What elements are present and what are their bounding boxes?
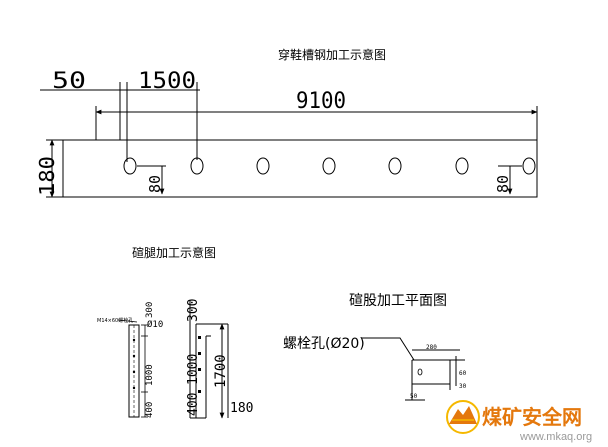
bolt-hole: [388, 157, 402, 175]
leg-dim-1000: 1000: [145, 364, 155, 386]
leg-holes: [132, 338, 136, 390]
plan-dim-280: 280: [426, 344, 437, 351]
edge-distance-left: [137, 165, 166, 195]
leg-dim-400: 400: [145, 402, 155, 418]
channel-plan-title: 穿鞋槽钢加工示意图: [278, 47, 386, 62]
leg-plan-detail: 碹股加工平面图 螺栓孔(Ø20) 280 60 30 50: [283, 293, 467, 401]
elevation-ticks: [198, 336, 201, 393]
height-dimension: [46, 139, 63, 198]
bolt-note-leader: [117, 319, 138, 323]
elev-dim-400: 400: [186, 393, 201, 416]
dim-edge-left-80: 80: [146, 175, 164, 193]
plan-detail-title: 碹股加工平面图: [349, 293, 447, 309]
dim-spacing-1500: 1500: [138, 69, 196, 94]
bolt-hole: [322, 157, 336, 175]
bolt-hole: [123, 157, 137, 175]
edge-distance-right: [498, 165, 522, 195]
channel-steel-body: [62, 139, 538, 198]
leg-hole-dia: Ø10: [147, 319, 163, 330]
leg-hole: [132, 386, 136, 390]
leg-hole: [132, 370, 136, 374]
dimension-chain: [40, 82, 200, 162]
site-watermark: 煤矿安全网 www.mkaq.org: [446, 400, 592, 443]
bolt-hole: [455, 157, 469, 175]
elev-dim-180: 180: [230, 401, 253, 416]
plan-detail-lines: [362, 337, 465, 401]
leg-dimension-lines: [141, 324, 148, 418]
leg-side-view: 碹腿加工示意图 M14×60螺栓孔 Ø10 300 1000 400: [97, 245, 216, 418]
leg-dim-300: 300: [145, 302, 155, 318]
dim-total-9100: 9100: [296, 89, 346, 114]
leg-title: 碹腿加工示意图: [132, 245, 216, 260]
plan-dim-60: 60: [459, 370, 467, 377]
elev-dim-1000: 1000: [186, 354, 201, 385]
channel-steel-plan: 穿鞋槽钢加工示意图 50 1500 9100 180: [35, 47, 538, 198]
elev-dim-1700: 1700: [213, 354, 229, 388]
dim-height-180: 180: [35, 156, 59, 196]
bolt-hole: [522, 157, 536, 175]
bolt-note: M14×60螺栓孔: [97, 317, 133, 324]
bolt-hole-label: 螺栓孔(Ø20): [283, 336, 365, 352]
watermark-url: www.mkaq.org: [519, 431, 592, 443]
dim-left-50: 50: [52, 69, 86, 94]
plan-detail-hole: [417, 368, 423, 376]
plan-dim-50: 50: [410, 393, 418, 400]
overall-dimension: [95, 106, 538, 162]
plan-dim-30: 30: [459, 383, 467, 390]
bolt-holes: [123, 157, 536, 175]
leg-hole: [132, 354, 136, 358]
bolt-hole: [256, 157, 270, 175]
leg-hole: [132, 338, 136, 342]
dim-edge-right-80: 80: [494, 175, 512, 193]
mine-logo-icon: [446, 400, 480, 434]
watermark-cn-text: 煤矿安全网: [482, 405, 582, 429]
leg-elevation-view: 300 1000 400 1700 180: [186, 299, 253, 419]
elev-dim-300: 300: [186, 299, 201, 322]
bolt-hole: [190, 157, 204, 175]
